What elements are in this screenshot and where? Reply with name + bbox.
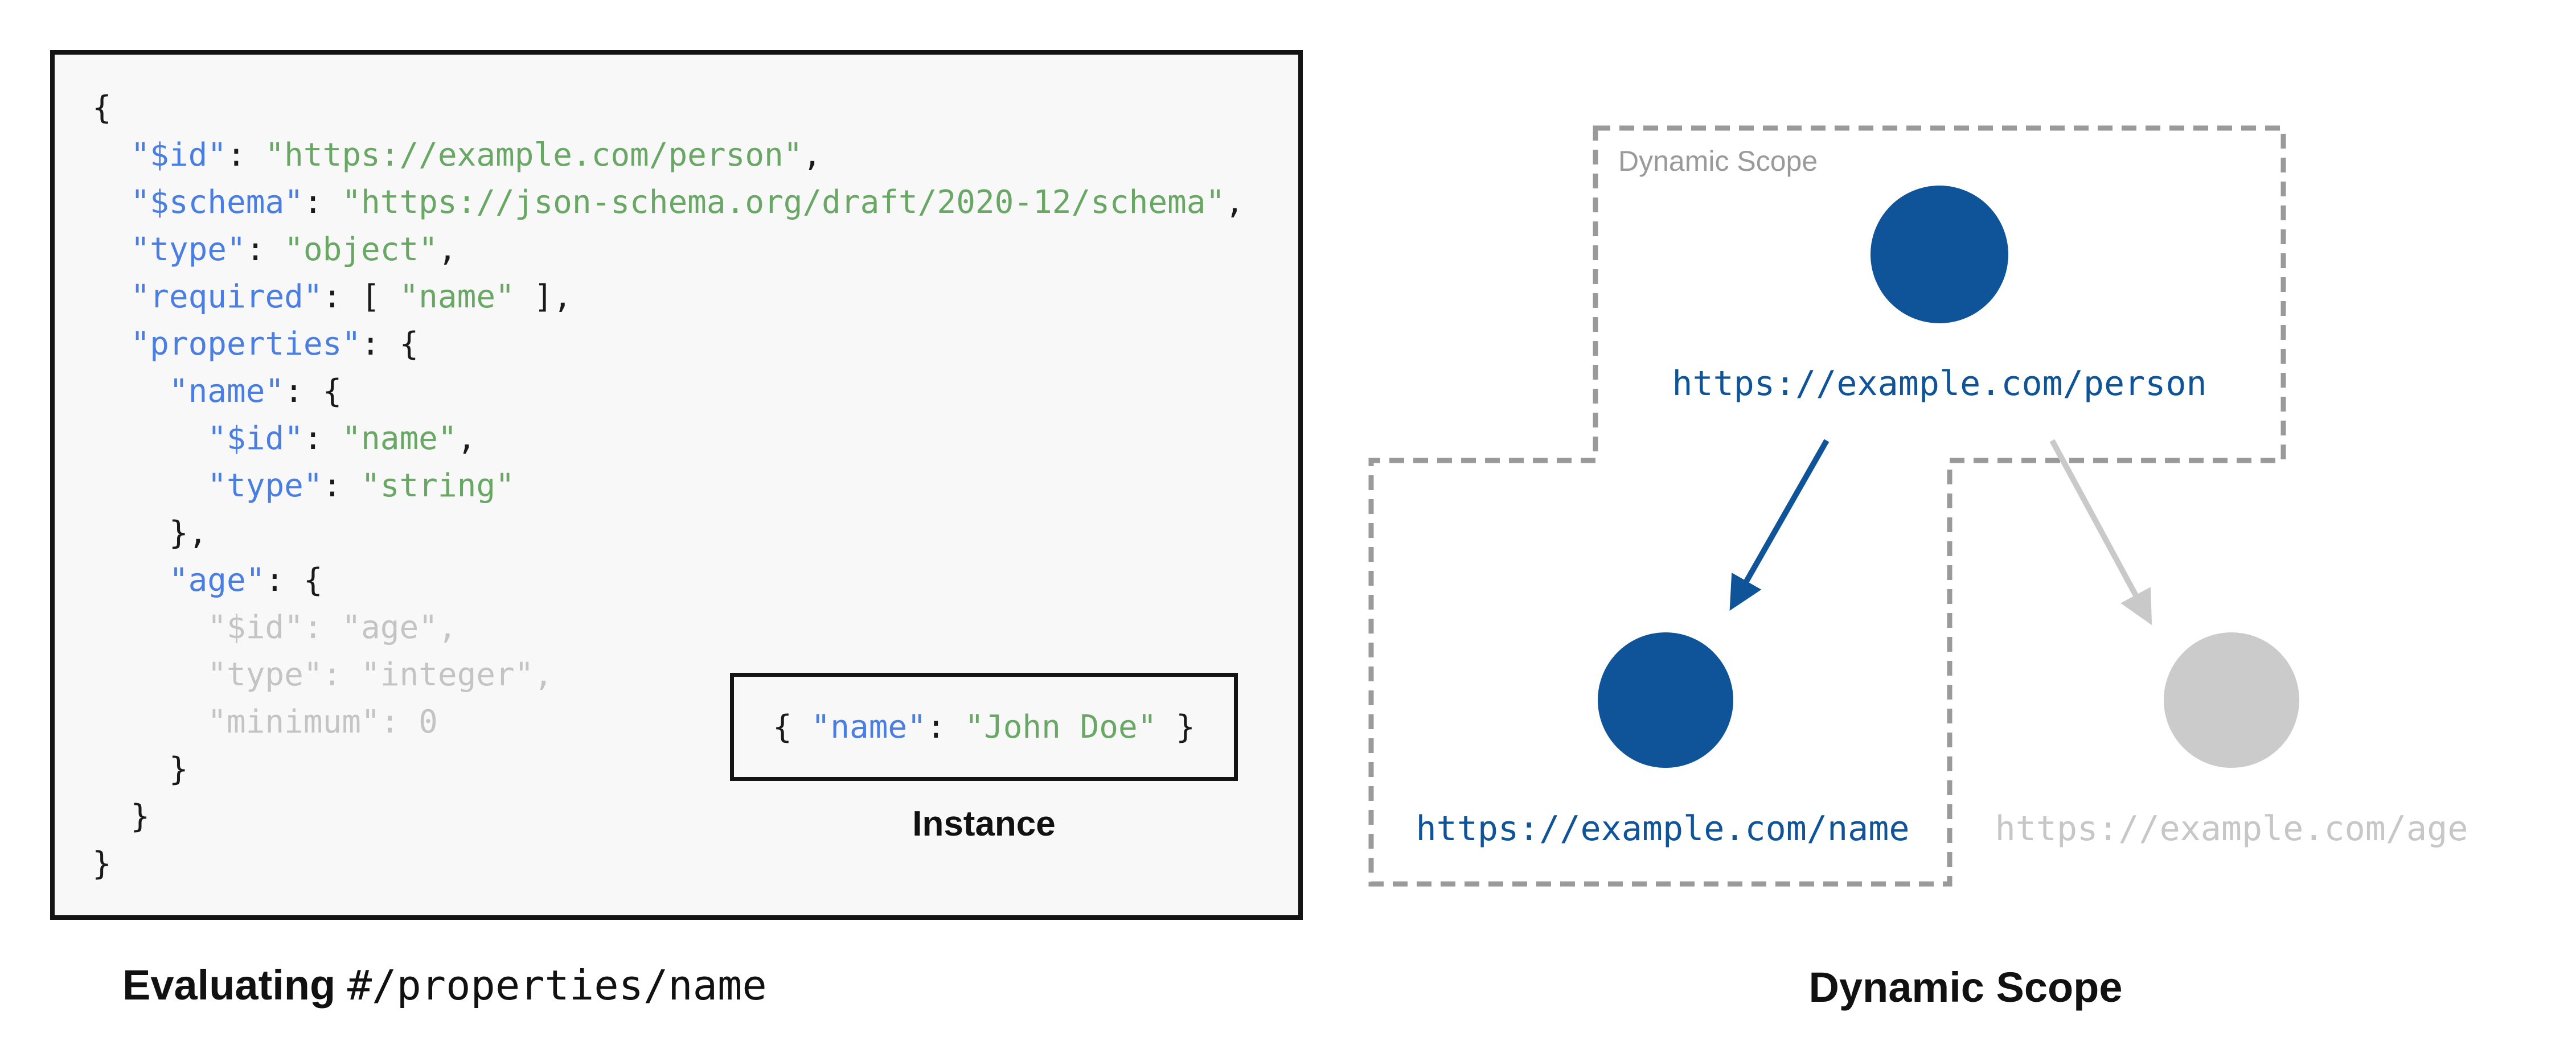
schema-code: { "$id": "https://example.com/person", "… xyxy=(55,55,1298,887)
left-caption: Evaluating #/properties/name xyxy=(122,961,767,1009)
code-line: "$schema": "https://json-schema.org/draf… xyxy=(130,184,1244,221)
right-caption: Dynamic Scope xyxy=(1808,964,2123,1011)
code-line: "type": "integer", xyxy=(92,656,553,693)
code-line: }, xyxy=(92,515,208,552)
code-line: "$id": "name", xyxy=(207,420,477,457)
code-line: { xyxy=(92,89,112,126)
code-line: "type": "object", xyxy=(130,231,457,268)
code-line: } xyxy=(92,751,188,788)
dynamic-scope-boundary xyxy=(1368,125,2286,887)
node-age-url: https://example.com/age xyxy=(1995,809,2468,849)
arrow-person-to-age xyxy=(2049,439,2152,626)
code-line: "$id": "https://example.com/person", xyxy=(130,137,822,174)
code-line: "name": { xyxy=(169,373,342,410)
code-line: } xyxy=(92,798,150,835)
dynamic-scope-diagram: Dynamic Scope https://example.com/person… xyxy=(1368,125,2468,887)
left-caption-pointer: #/properties/name xyxy=(347,961,767,1009)
node-age-circle xyxy=(2164,632,2299,768)
code-line: } xyxy=(92,845,112,882)
code-line: "$id": "age", xyxy=(92,609,457,646)
node-person-circle xyxy=(1871,186,2008,323)
instance-box: { "name": "John Doe" } xyxy=(730,673,1238,781)
node-name-url: https://example.com/name xyxy=(1416,809,1910,849)
instance-label: Instance xyxy=(912,804,1056,844)
code-line: "type": "string" xyxy=(207,467,515,504)
instance-code: { "name": "John Doe" } xyxy=(773,709,1195,746)
code-line: "age": { xyxy=(169,562,323,599)
schema-panel: { "$id": "https://example.com/person", "… xyxy=(50,50,1303,920)
scope-label: Dynamic Scope xyxy=(1618,145,1818,177)
node-name-circle xyxy=(1598,632,1733,768)
code-line: "required": [ "name" ], xyxy=(130,278,572,315)
code-line: "minimum": 0 xyxy=(92,704,438,741)
node-person-url: https://example.com/person xyxy=(1672,364,2206,404)
code-line: { "name": "John Doe" } xyxy=(773,708,1195,746)
arrow-person-to-name xyxy=(1729,439,1830,611)
left-caption-bold: Evaluating xyxy=(122,961,347,1009)
code-line: "properties": { xyxy=(130,326,419,363)
